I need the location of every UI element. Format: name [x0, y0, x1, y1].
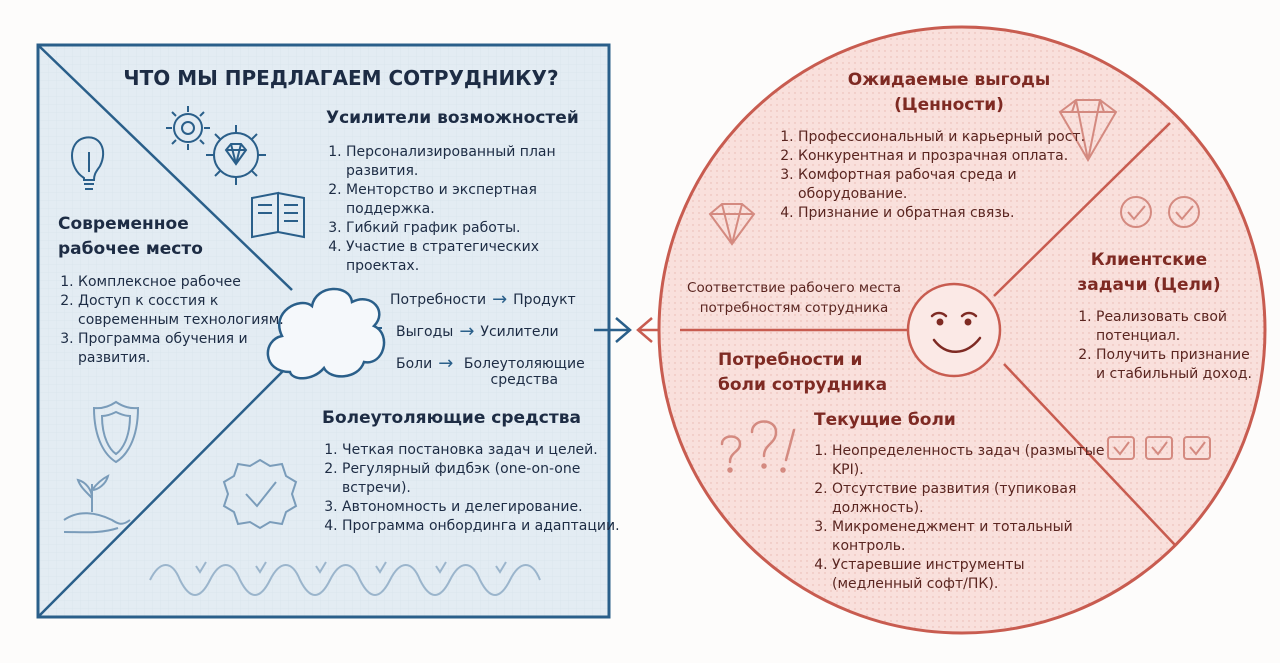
list-item: Неопределенность задач (размытые KPI).	[832, 442, 1112, 480]
mapping-row-2: Выгоды → Усилители	[396, 321, 559, 342]
smiley-icon	[930, 311, 982, 353]
arrow-right-icon: →	[492, 289, 508, 310]
mapping-to: Продукт	[513, 292, 576, 308]
workplace-list: Комплексное рабочее Доступ к сосстия к с…	[58, 273, 288, 368]
list-item: Микроменеджмент и тотальный контроль.	[832, 518, 1112, 556]
customer-profile-circle	[657, 25, 1267, 635]
list-item: Четкая постановка задач и целей.	[342, 441, 620, 460]
mapping-row-1: Потребности → Продукт	[390, 289, 576, 310]
list-item: Автономность и делегирование.	[342, 498, 620, 517]
list-item: Отсутствие развития (тупиковая должность…	[832, 480, 1112, 518]
checkbox-icon	[1107, 436, 1211, 460]
mapping-to: Усилители	[480, 324, 559, 340]
gain-creators-title: Усилители возможностей	[326, 108, 579, 128]
arrow-right-icon: →	[459, 321, 475, 342]
check-circle-icon	[1120, 196, 1200, 228]
needs-title: Потребности и боли сотрудника	[718, 350, 888, 395]
mapping-from: Выгоды	[396, 324, 454, 340]
lightbulb-icon	[71, 136, 105, 190]
jobs-list: Реализовать свой потенциал. Получить при…	[1076, 308, 1260, 384]
cloud-icon	[266, 287, 386, 380]
offer-title: ЧТО МЫ ПРЕДЛАГАЕМ СОТРУДНИКУ?	[123, 66, 559, 90]
list-item: Персонализированный план развития.	[346, 143, 580, 181]
mapping-row-3: Боли → Болеутоляющие средства	[396, 353, 589, 389]
list-item: Комфортная рабочая среда и оборудование.	[798, 166, 1098, 204]
list-item: Профессиональный и карьерный рост.	[798, 128, 1098, 147]
mapping-from: Потребности	[390, 292, 487, 308]
list-item: Получить признание и стабильный доход.	[1096, 346, 1260, 384]
list-item: Устаревшие инструменты (медленный софт/П…	[832, 556, 1112, 594]
list-item: Комплексное рабочее	[78, 273, 288, 292]
diamond-icon	[708, 99, 1118, 246]
gain-creators-list: Персонализированный план развития. Менто…	[326, 143, 580, 276]
book-icon	[251, 191, 305, 239]
check-badge-icon	[222, 458, 298, 530]
fit-label: Соответствие рабочего места потребностям…	[687, 280, 901, 316]
list-item: Конкурентная и прозрачная оплата.	[798, 147, 1098, 166]
gains-title: Ожидаемые выгоды (Ценности)	[847, 70, 1051, 115]
pains-list: Неопределенность задач (размытые KPI). О…	[812, 442, 1112, 594]
list-item: Регулярный фидбэк (one-on-one встречи).	[342, 460, 620, 498]
mapping-from: Боли	[396, 356, 433, 372]
gears-icon	[166, 106, 266, 185]
gains-list: Профессиональный и карьерный рост. Конку…	[778, 128, 1098, 223]
workplace-title: Современное рабочее место	[58, 214, 203, 259]
arrow-right-icon: →	[438, 353, 454, 374]
connector-arrows	[594, 317, 680, 343]
shield-icon	[92, 400, 140, 464]
pain-relievers-list: Четкая постановка задач и целей. Регуляр…	[322, 441, 620, 536]
list-item: Доступ к сосстия к современным технологи…	[78, 292, 288, 330]
plant-hand-icon	[63, 474, 131, 534]
pain-relievers-title: Болеутоляющие средства	[322, 408, 581, 428]
list-item: Менторство и экспертная поддержка.	[346, 181, 580, 219]
question-icon	[720, 420, 796, 473]
jobs-title: Клиентские задачи (Цели)	[1077, 250, 1221, 295]
mapping-to: Болеутоляющие средства	[463, 356, 585, 388]
pains-title: Текущие боли	[814, 410, 956, 430]
wave-decoration	[149, 561, 541, 596]
list-item: Реализовать свой потенциал.	[1096, 308, 1260, 346]
list-item: Программа онбординга и адаптации.	[342, 517, 620, 536]
list-item: Гибкий график работы.	[346, 219, 580, 238]
list-item: Участие в стратегических проектах.	[346, 238, 580, 276]
list-item: Программа обучения и развития.	[78, 330, 288, 368]
list-item: Признание и обратная связь.	[798, 204, 1098, 223]
